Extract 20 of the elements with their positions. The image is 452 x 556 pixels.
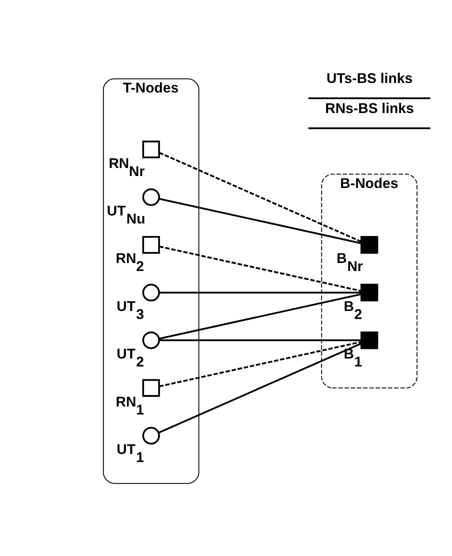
legend-label: UTs-BS links: [326, 70, 413, 86]
connector: [158, 342, 362, 434]
connector: [159, 339, 361, 342]
connector: [159, 292, 361, 294]
connector: [159, 341, 362, 388]
node-box: [360, 236, 378, 254]
connector: [158, 152, 362, 242]
node-box: [360, 331, 378, 350]
node-box: [142, 236, 160, 254]
node-circle: [142, 188, 160, 206]
connector: [159, 246, 362, 292]
node-circle: [142, 331, 160, 350]
node-box: [360, 284, 378, 302]
connector: [158, 198, 362, 244]
node-box: [142, 379, 160, 397]
legend-label: RNs-BS links: [325, 100, 414, 116]
node-circle: [142, 426, 160, 445]
node-box: [142, 140, 160, 158]
node-circle: [142, 284, 160, 302]
connector: [158, 293, 362, 340]
